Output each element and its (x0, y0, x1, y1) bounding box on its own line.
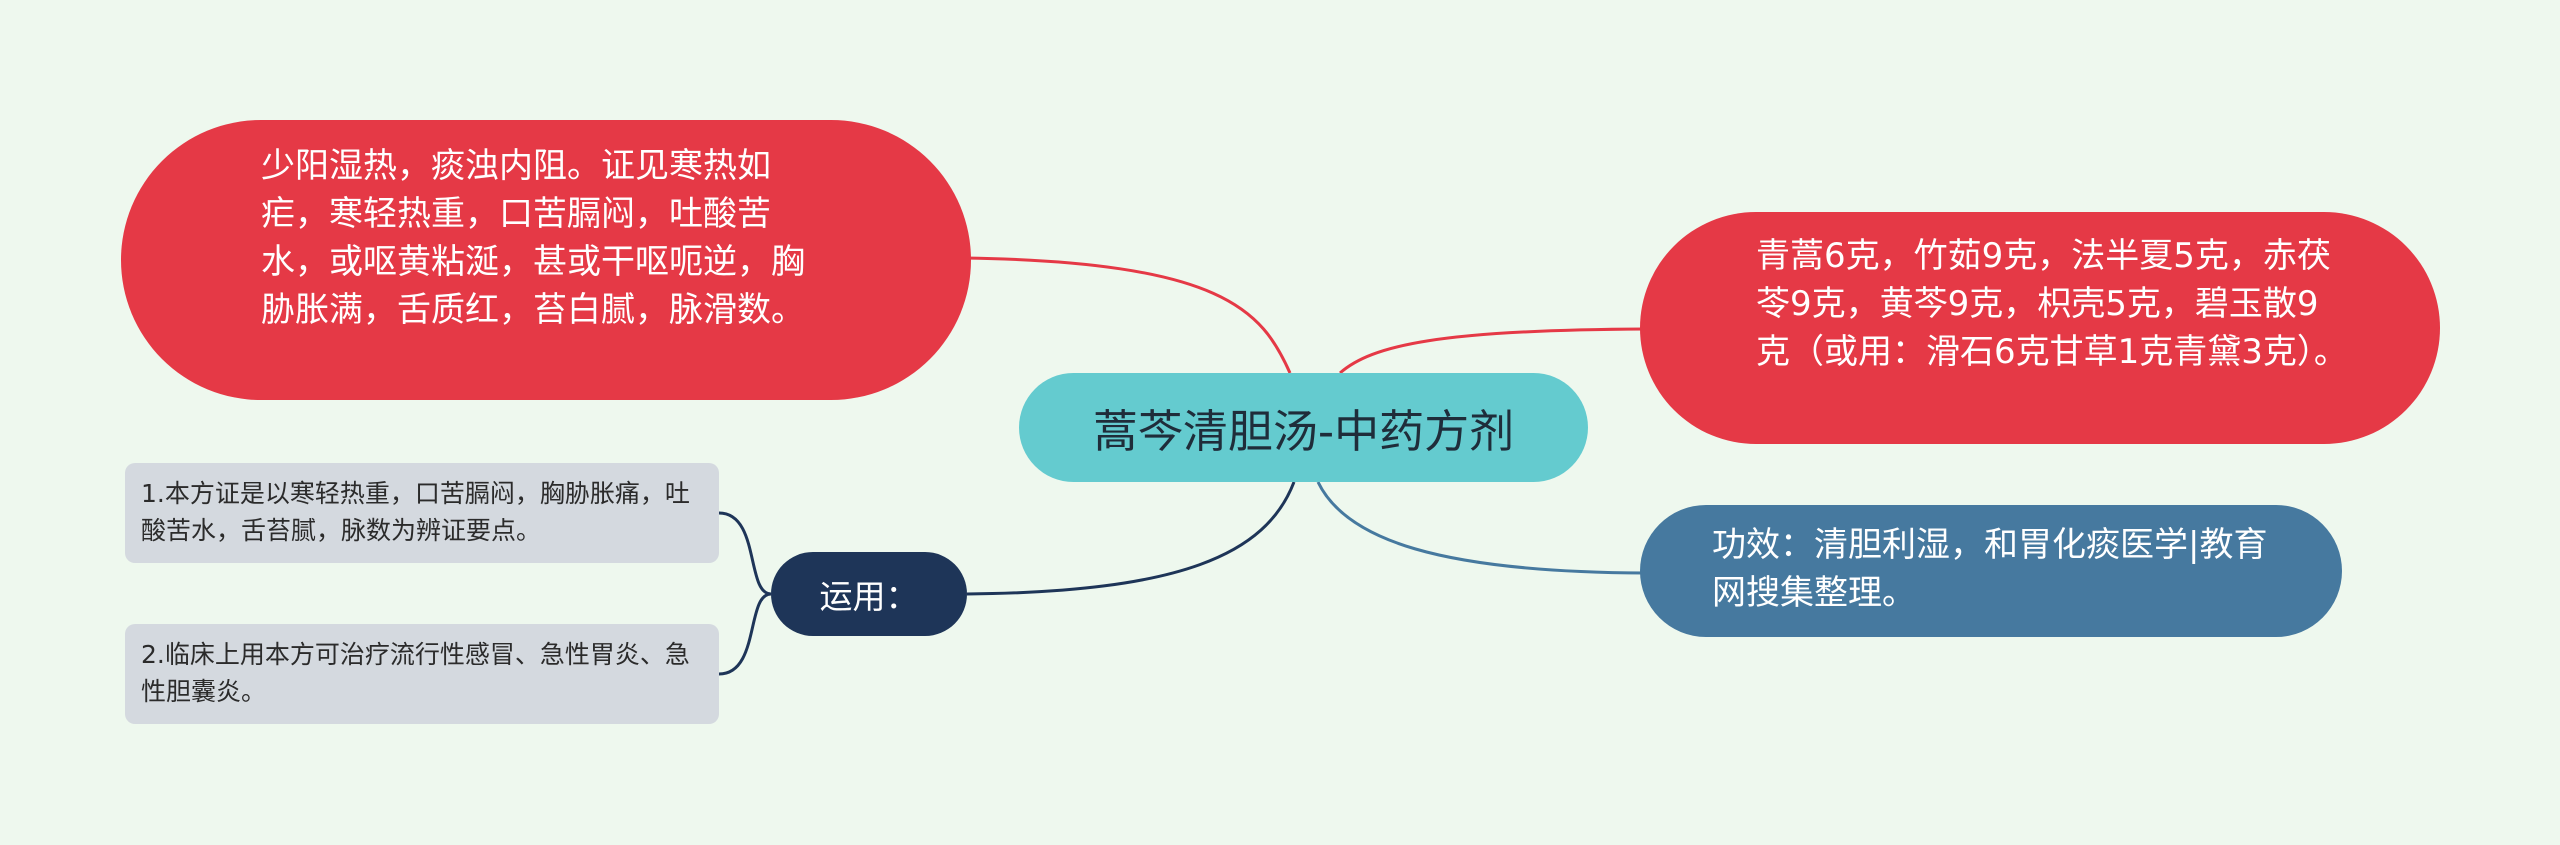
link-usage (966, 481, 1296, 596)
link-efficacy (1316, 481, 1646, 575)
usage-item-2-text: 2.临床上用本方可治疗流行性感冒、急性胃炎、急性胆囊炎。 (141, 640, 690, 706)
usage-item-1[interactable]: 1.本方证是以寒轻热重，口苦膈闷，胸胁胀痛，吐酸苦水，舌苔腻，脉数为辨证要点。 (125, 463, 719, 563)
usage-item-2[interactable]: 2.临床上用本方可治疗流行性感冒、急性胃炎、急性胆囊炎。 (125, 624, 719, 724)
efficacy-text: 功效：清胆利湿，和胃化痰医学|教育网搜集整理。 (1712, 525, 2268, 613)
indications-node[interactable]: 少阳湿热，痰浊内阻。证见寒热如疟，寒轻热重，口苦膈闷，吐酸苦水，或呕黄粘涎，甚或… (121, 120, 971, 400)
central-topic-label: 蒿芩清胆汤-中药方剂 (1092, 405, 1515, 458)
usage-node[interactable]: 运用： (771, 552, 967, 636)
bracket-usage (718, 511, 772, 676)
usage-item-1-text: 1.本方证是以寒轻热重，口苦膈闷，胸胁胀痛，吐酸苦水，舌苔腻，脉数为辨证要点。 (141, 479, 690, 545)
composition-text: 青蒿6克，竹茹9克，法半夏5克，赤茯苓9克，黄芩9克，枳壳5克，碧玉散9克（或用… (1756, 236, 2348, 372)
usage-label: 运用： (819, 577, 919, 616)
link-indications (964, 256, 1292, 374)
link-composition (1339, 327, 1646, 375)
central-topic[interactable]: 蒿芩清胆汤-中药方剂 (1019, 373, 1588, 482)
efficacy-node[interactable]: 功效：清胆利湿，和胃化痰医学|教育网搜集整理。 (1640, 505, 2342, 637)
indications-text: 少阳湿热，痰浊内阻。证见寒热如疟，寒轻热重，口苦膈闷，吐酸苦水，或呕黄粘涎，甚或… (261, 146, 805, 330)
composition-node[interactable]: 青蒿6克，竹茹9克，法半夏5克，赤茯苓9克，黄芩9克，枳壳5克，碧玉散9克（或用… (1640, 212, 2440, 444)
